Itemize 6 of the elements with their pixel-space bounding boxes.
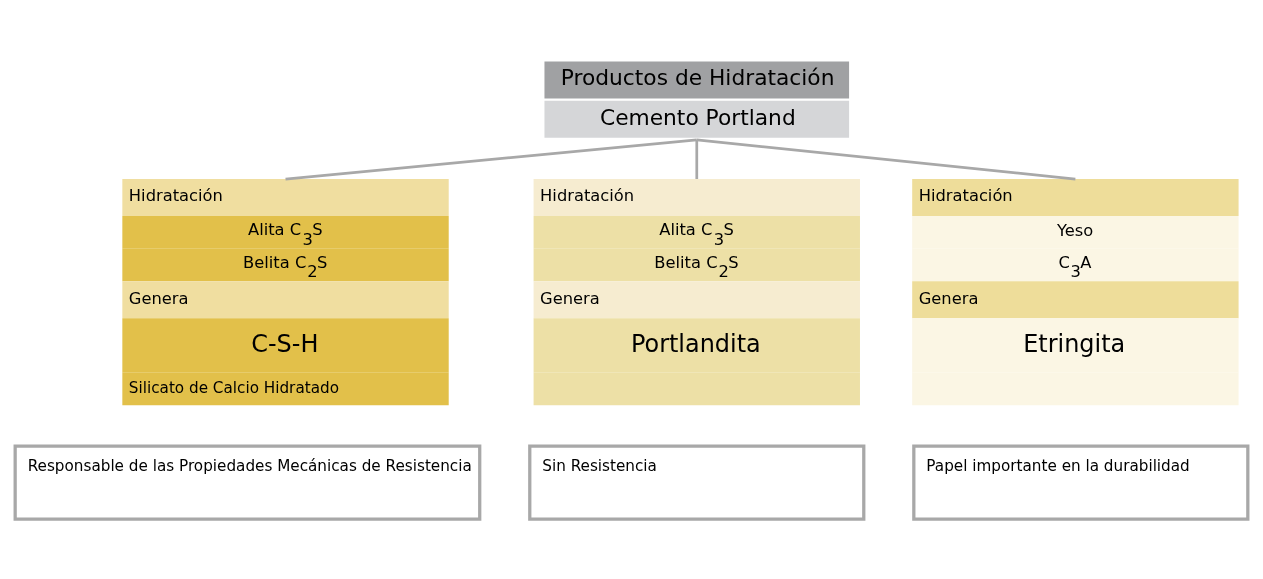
node-box: Responsable de las Propiedades Mecánicas de Resistencia: [13, 444, 482, 521]
node-box: Papel importante en la durabilidad: [912, 444, 1250, 521]
connector: [696, 138, 1076, 180]
connector: [695, 139, 699, 179]
connector: [285, 138, 697, 180]
node-box: Sin Resistencia: [528, 444, 866, 521]
